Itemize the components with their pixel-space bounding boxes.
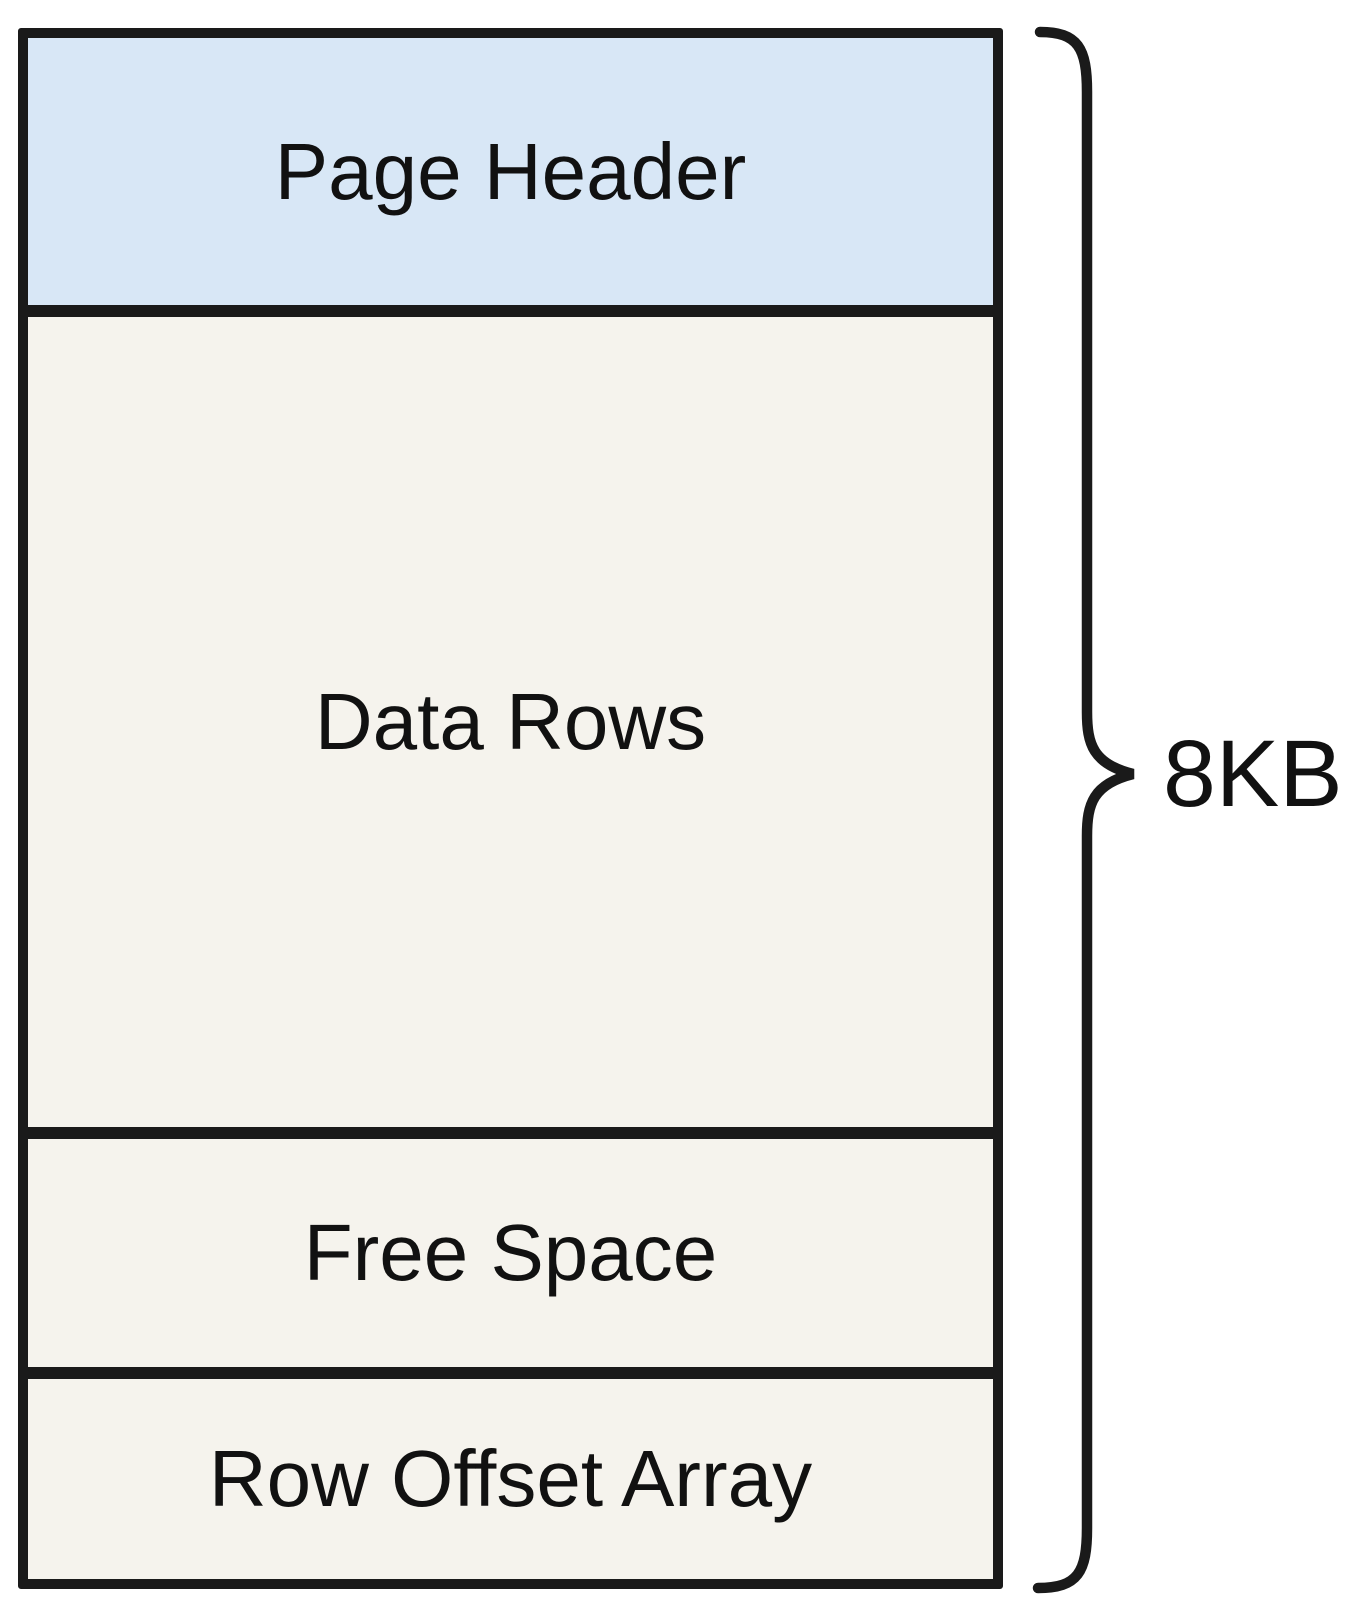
section-divider — [28, 1127, 993, 1139]
section-data-rows-label: Data Rows — [314, 677, 707, 766]
size-label-8kb: 8KB — [1163, 721, 1343, 827]
section-free-space: Free Space — [28, 1139, 993, 1367]
section-row-offset-array-label: Row Offset Array — [208, 1434, 813, 1523]
section-data-rows: Data Rows — [28, 317, 993, 1127]
section-page-header-label: Page Header — [274, 126, 747, 216]
page-box: Page Header Data Rows Free Space Row Off… — [18, 28, 1003, 1589]
section-page-header: Page Header — [28, 38, 993, 305]
section-row-offset-array: Row Offset Array — [28, 1379, 993, 1579]
section-divider — [28, 305, 993, 317]
section-divider — [28, 1367, 993, 1379]
section-free-space-label: Free Space — [303, 1208, 718, 1297]
